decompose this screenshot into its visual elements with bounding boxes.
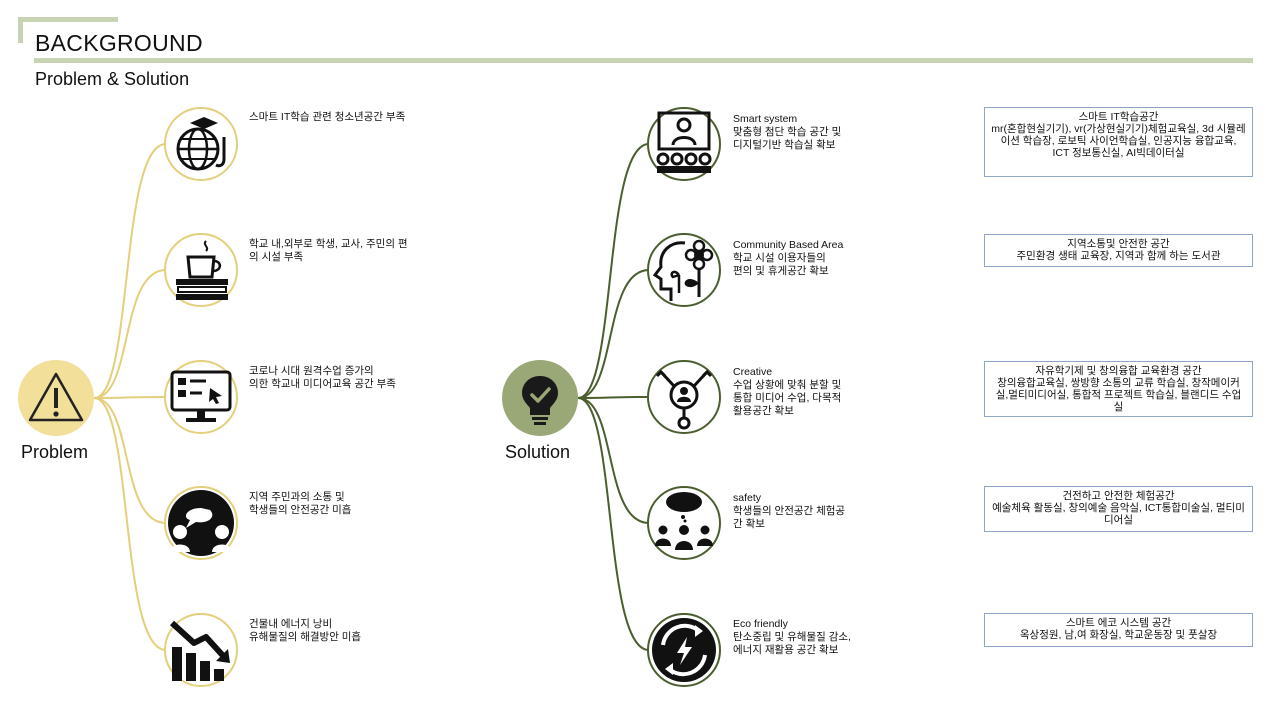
solution-text-1: Smart system 맞춤형 첨단 학습 공간 및 디지털기반 학습실 확보 [733,113,842,151]
problem-text-2: 학교 내,외부로 학생, 교사, 주민의 편 의 시설 부족 [249,238,408,263]
page-title: BACKGROUND [35,30,203,56]
community-people-icon [168,490,234,556]
warning-icon [28,372,84,422]
solution-node-4 [647,486,721,560]
space-box-text: 예술체육 활동실, 창의예술 음악실, ICT통합미술실, 멀티미디어실 [992,502,1245,526]
coffee-books-icon [176,240,228,300]
page-subtitle: Problem & Solution [35,69,190,89]
space-box-2: 지역소통및 안전한 공간 주민환경 생태 교육장, 지역과 함께 하는 도서관 [984,234,1253,267]
problem-connector-4 [93,397,167,524]
problem-connector-5 [93,397,167,651]
problem-text-1: 스마트 IT학습 관련 청소년공간 부족 [249,111,406,123]
network-person-icon [655,369,713,430]
space-box-text: 옥상정원, 남,여 화장실, 학교운동장 및 풋살장 [1019,629,1218,641]
solution-connector-3 [577,396,650,399]
solution-node-2 [647,233,721,307]
solution-connector-5 [577,397,650,651]
problem-text-3: 코로나 시대 원격수업 증가의 의한 학교내 미디어교육 공간 부족 [249,365,396,390]
solution-label: Solution [505,442,571,462]
solution-node-1 [647,107,721,181]
classroom-presenter-icon [656,111,712,173]
space-box-title: 자유학기제 및 창의융합 교육환경 공간 [1035,365,1202,377]
solution-text-3: Creative 수업 상황에 맞춰 분할 및 통합 미디어 수업, 다목적 활… [733,366,842,417]
title-divider [34,58,1253,63]
space-box-text: mr(혼합현실기기), vr(가상현실기기)체험교육실, 3d 시뮬레이션 학습… [991,123,1246,159]
problem-node-2 [164,233,238,307]
space-box-title: 스마트 에코 시스템 공간 [1065,617,1172,629]
group-discussion-icon [655,492,713,550]
declining-building-icon [169,620,230,681]
problem-label: Problem [21,442,89,462]
corner-accent [18,17,118,22]
problem-node-1 [164,107,238,181]
solution-text-2: Community Based Area 학교 시설 이용자들의 편의 및 휴게… [733,239,844,277]
problem-node-4 [164,486,238,560]
head-flower-icon [652,239,714,301]
energy-recycle-icon [652,618,716,682]
problem-text-4: 지역 주민과의 소통 및 학생들의 안전공간 미흡 [249,491,352,516]
corner-accent-vertical [18,17,23,43]
solution-node-5 [647,613,721,687]
space-box-5: 스마트 에코 시스템 공간 옥상정원, 남,여 화장실, 학교운동장 및 풋살장 [984,613,1253,647]
problem-hub [18,360,94,436]
problem-connector-2 [93,269,167,399]
solution-connector-2 [577,269,650,399]
problem-text-5: 건물내 에너지 낭비 유해물질의 해결방안 미흡 [249,618,362,643]
globe-graduation-icon [176,117,226,171]
monitor-presentation-icon [170,370,232,422]
solution-node-3 [647,360,721,434]
lightbulb-check-icon [522,376,558,425]
space-box-title: 건전하고 안전한 체험공간 [1062,490,1175,502]
solution-text-5: Eco friendly 탄소중립 및 유해물질 감소, 에너지 재활용 공간 … [733,618,851,656]
space-box-title: 스마트 IT학습공간 [1078,111,1159,123]
solution-hub [502,360,578,436]
problem-node-5 [164,613,238,687]
space-box-text: 주민환경 생태 교육장, 지역과 함께 하는 도서관 [1016,250,1221,262]
space-box-3: 자유학기제 및 창의융합 교육환경 공간 창의융합교육실, 쌍방향 소통의 교류… [984,361,1253,417]
problem-connector-3 [93,396,167,399]
space-box-title: 지역소통및 안전한 공간 [1067,238,1170,250]
solution-text-4: safety 학생들의 안전공간 체험공 간 확보 [733,492,846,530]
solution-connector-4 [577,397,650,524]
space-box-4: 건전하고 안전한 체험공간 예술체육 활동실, 창의예술 음악실, ICT통합미… [984,486,1253,532]
problem-connector-1 [93,143,167,399]
space-box-1: 스마트 IT학습공간 mr(혼합현실기기), vr(가상현실기기)체험교육실, … [984,107,1253,177]
solution-connector-1 [577,143,650,399]
space-box-text: 창의융합교육실, 쌍방향 소통의 교류 학습실, 창작메이커실,멀티미디어실, … [995,377,1242,413]
problem-node-3 [164,360,238,434]
